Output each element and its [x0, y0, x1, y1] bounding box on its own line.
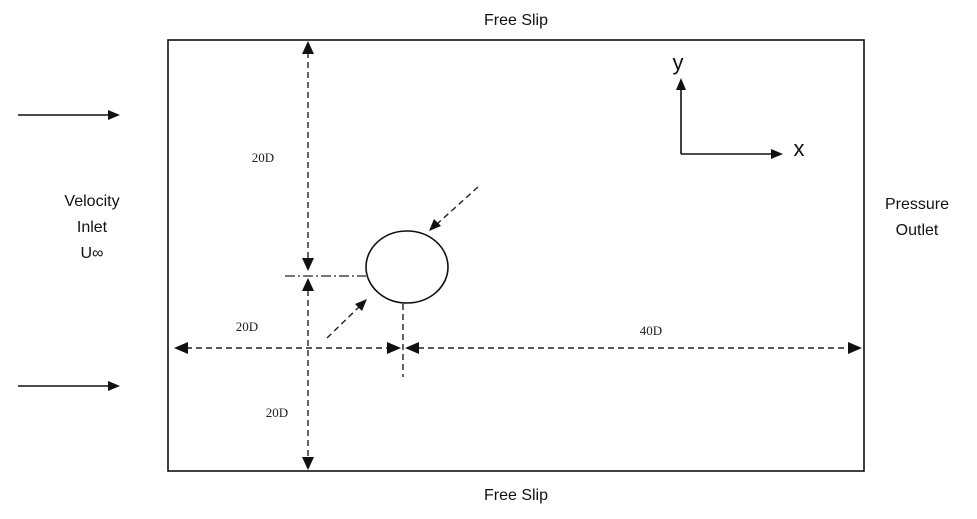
top-boundary-label: Free Slip [484, 12, 548, 29]
inlet-label-line2: Inlet [77, 219, 108, 236]
y-axis-label: y [673, 50, 684, 75]
pointer-arrow-upper-right [429, 186, 479, 231]
downstream-length-dimension [405, 342, 862, 354]
lower-height-dimension [302, 278, 314, 470]
upstream-length-dimension [174, 342, 401, 354]
inlet-label-line1: Velocity [64, 193, 119, 210]
cylinder [365, 230, 449, 304]
domain-boundary [167, 39, 865, 472]
coordinate-axes [676, 78, 783, 159]
inflow-arrow-upper [18, 110, 120, 120]
bottom-boundary-label: Free Slip [484, 487, 548, 504]
upstream-length-label: 20D [236, 319, 258, 334]
x-axis-label: x [794, 136, 805, 161]
outlet-label-line2: Outlet [896, 222, 939, 239]
pointer-arrow-lower-left [326, 299, 367, 339]
inlet-label-line3: U∞ [81, 245, 104, 262]
lower-height-label: 20D [266, 405, 288, 420]
upper-height-dimension [302, 41, 314, 271]
downstream-length-label: 40D [640, 323, 662, 338]
inflow-arrow-lower [18, 381, 120, 391]
upper-height-label: 20D [252, 150, 274, 165]
outlet-label-line1: Pressure [885, 196, 949, 213]
